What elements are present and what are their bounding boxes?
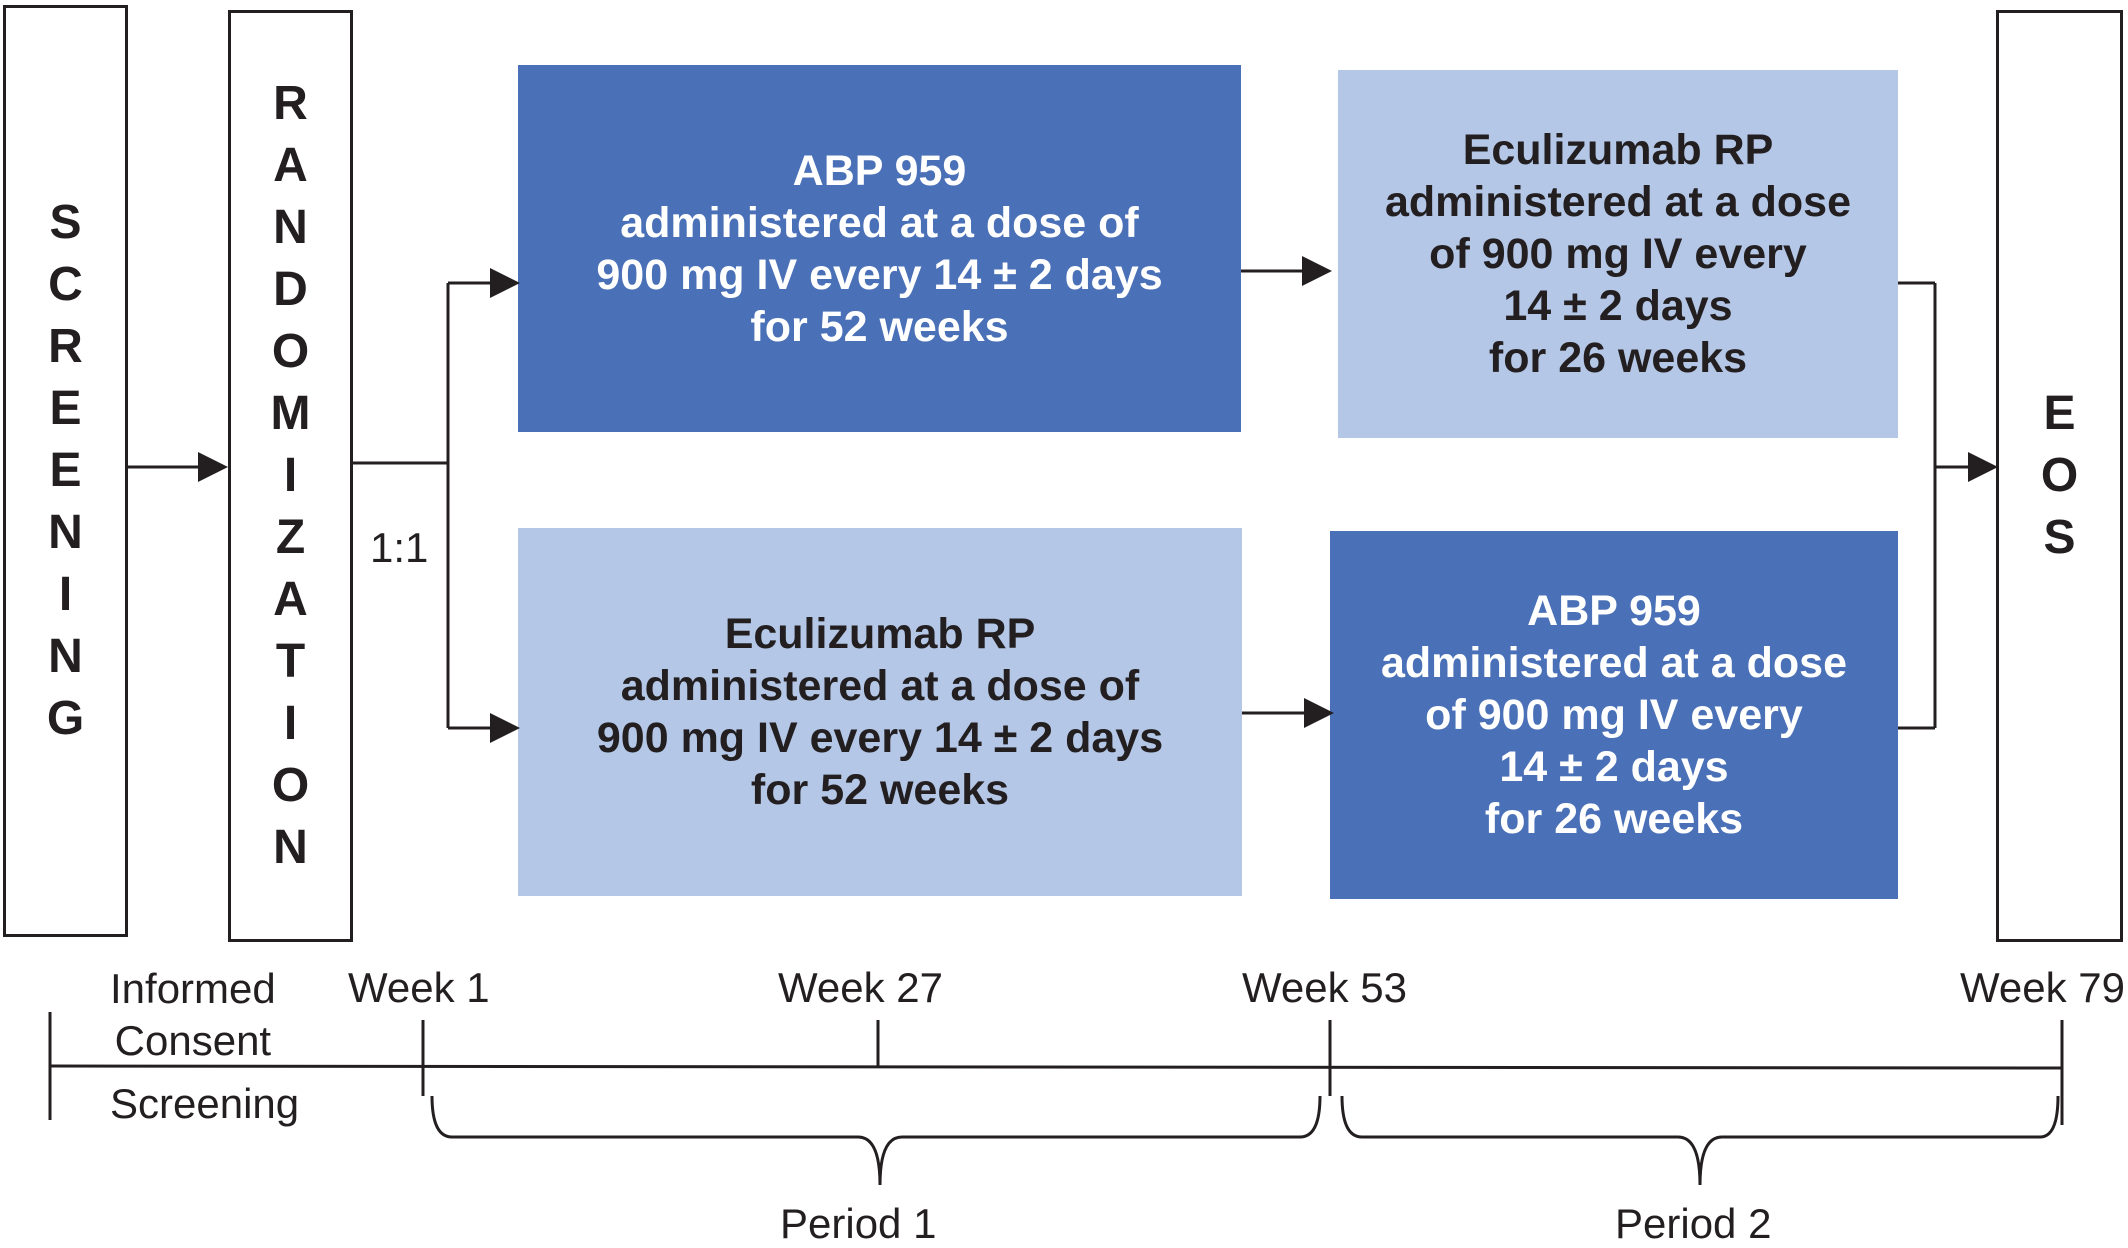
arrowhead-eos [1968,452,1998,482]
ratio-label: 1:1 [370,524,429,571]
box-line: for 52 weeks [750,766,1010,814]
arm2-period1-text: Eculizumab RP administered at a dose of … [597,608,1163,816]
arm2-period1-box: Eculizumab RP administered at a dose of … [518,528,1242,896]
screening-box: S C R E E N I N G [3,5,128,937]
screening-letter: C [48,258,83,311]
box-line: for 26 weeks [1488,334,1748,382]
randomization-letter: O [271,759,310,812]
box-line: for 26 weeks [1484,795,1744,843]
box-line: administered at a dose [1381,639,1847,687]
timeline-axis [49,1064,2063,1070]
box-line: 14 ± 2 days [1499,743,1729,791]
screening-letter: N [48,506,83,559]
arm2-period2-box: ABP 959 administered at a dose of 900 mg… [1330,531,1898,899]
eos-letters: E O S [2041,383,2078,569]
box-line: ABP 959 [792,146,967,195]
box-line: 14 ± 2 days [1503,282,1733,330]
informed-consent-line: Informed [110,965,276,1012]
eos-letter: S [2043,511,2076,564]
box-line: ABP 959 [1527,587,1701,635]
box-line: Eculizumab RP [724,610,1036,658]
box-line: of 900 mg IV every [1429,230,1807,278]
screening-letter: S [49,196,82,249]
informed-consent-line: Consent [114,1017,272,1064]
period1-label: Period 1 [780,1200,937,1247]
screening-period-label: Screening [110,1080,300,1127]
arrowhead-arm2 [490,713,520,743]
eos-letter: E [2043,387,2076,440]
week27-label: Week 27 [778,964,943,1011]
randomization-letter: Z [275,511,306,564]
arrowhead-arm1-transition [1302,256,1332,286]
randomization-letter: I [283,449,298,502]
box-line: for 52 weeks [750,302,1009,351]
arm2-period2-text: ABP 959 administered at a dose of 900 mg… [1381,585,1847,845]
randomization-letter: T [275,635,306,688]
randomization-letters: R A N D O M I Z A T I O N [271,73,311,879]
screening-letter: G [46,692,85,745]
week79-label: Week 79 [1960,964,2125,1011]
box-line: Eculizumab RP [1462,126,1774,174]
screening-letter: I [58,568,73,621]
eos-letter: O [2040,449,2079,502]
randomization-letter: N [273,821,308,874]
arrowhead-arm1 [490,268,520,298]
screening-letter: R [48,320,83,373]
week53-label: Week 53 [1242,964,1407,1011]
period2-brace [1340,1095,2060,1186]
randomization-letter: R [273,77,308,130]
randomization-letter: D [273,263,308,316]
screening-letter: N [48,630,83,683]
randomization-box: R A N D O M I Z A T I O N [228,10,353,942]
randomization-letter: N [273,201,308,254]
eos-box: E O S [1996,10,2123,942]
arm1-period1-box: ABP 959 administered at a dose of 900 mg… [518,65,1241,432]
arrowhead-screening [198,452,228,482]
arm1-period2-text: Eculizumab RP administered at a dose of … [1385,124,1851,384]
period1-brace [430,1095,1322,1186]
randomization-letter: M [270,387,311,440]
informed-consent-label: Informed Consent [110,963,276,1067]
box-line: 900 mg IV every 14 ± 2 days [596,250,1163,299]
box-line: administered at a dose of [620,198,1139,247]
box-line: 900 mg IV every 14 ± 2 days [596,714,1164,762]
screening-letter: E [49,382,82,435]
screening-letters: S C R E E N I N G [47,192,84,750]
arm1-period1-text: ABP 959 administered at a dose of 900 mg… [596,145,1162,353]
randomization-letter: O [271,325,310,378]
arm1-period2-box: Eculizumab RP administered at a dose of … [1338,70,1898,438]
box-line: of 900 mg IV every [1425,691,1803,739]
box-line: administered at a dose of [620,662,1140,710]
week1-label: Week 1 [348,964,490,1011]
screening-letter: E [49,444,82,497]
randomization-letter: A [273,139,308,192]
randomization-letter: A [273,573,308,626]
box-line: administered at a dose [1385,178,1851,226]
period2-label: Period 2 [1615,1200,1772,1247]
arrowhead-arm2-transition [1304,698,1334,728]
randomization-letter: I [283,697,298,750]
